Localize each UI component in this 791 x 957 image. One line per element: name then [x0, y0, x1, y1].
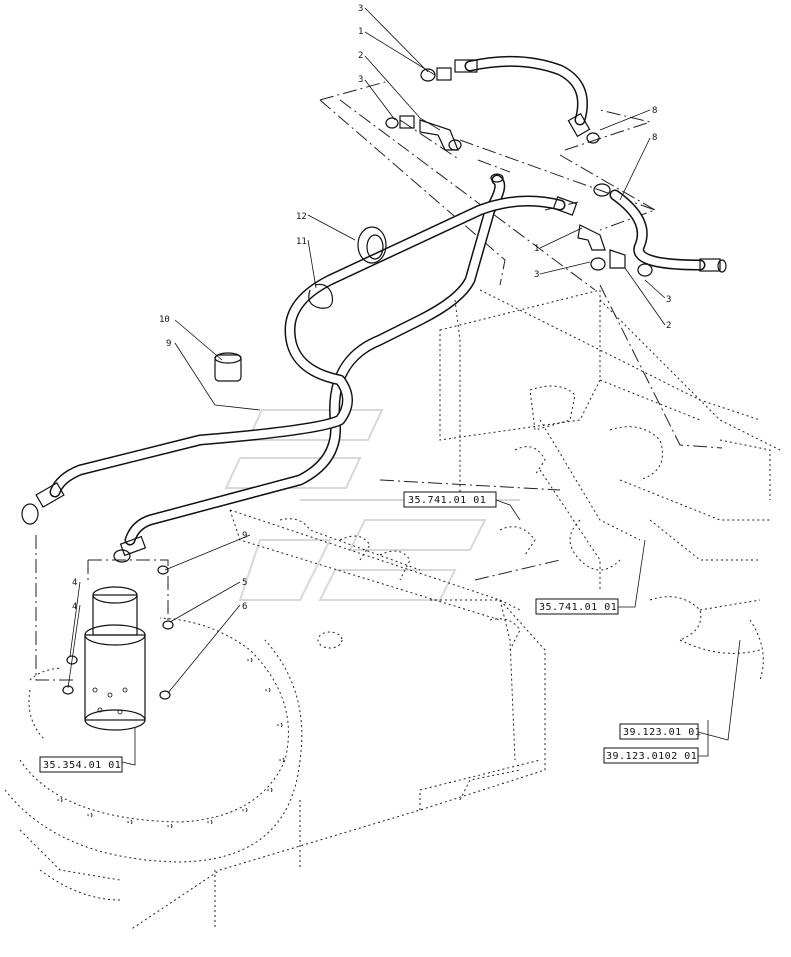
callout-6: 6 [242, 602, 247, 612]
sleeve-10 [214, 354, 242, 382]
callout-4-b: 4 [72, 602, 77, 612]
callout-2-b: 2 [666, 321, 671, 331]
ref-35-741-a: 35.741.01 01 [408, 495, 486, 506]
main-hoses [21, 173, 578, 563]
rotary-joint [62, 565, 174, 731]
phantom-lines [35, 81, 723, 681]
ref-35-741-b: 35.741.01 01 [539, 602, 617, 613]
upper-hose-assembly [454, 55, 600, 144]
machine-frame [129, 289, 781, 931]
callout-3-a: 3 [358, 4, 363, 14]
ref-39-123: 39.123.01 01 [623, 727, 701, 738]
ref-box-39-123 [619, 723, 699, 740]
callout-9-b: 9 [242, 531, 247, 541]
callout-1-b: 1 [534, 244, 539, 254]
callout-labels: 3 1 2 3 8 8 12 11 10 9 1 3 3 2 9 4 4 5 6 [72, 4, 671, 612]
callout-3-d: 3 [666, 295, 671, 305]
callout-9-a: 9 [166, 339, 171, 349]
right-hose-assembly [593, 183, 727, 273]
callout-1-a: 1 [358, 27, 363, 37]
ref-box-35-354 [39, 756, 123, 773]
callout-4-a: 4 [72, 578, 77, 588]
callout-10: 10 [159, 315, 170, 325]
hose-fitting-upper [454, 59, 478, 73]
ref-35-354: 35.354.01 01 [43, 760, 121, 771]
clamp-parts [214, 226, 387, 382]
callout-3-c: 3 [534, 270, 539, 280]
ref-39-123-0102: 39.123.0102 01 [606, 751, 697, 762]
callout-5: 5 [242, 578, 247, 588]
fittings-upper [385, 67, 653, 277]
ref-box-39-123-0102 [603, 747, 699, 764]
callout-12: 12 [296, 212, 307, 222]
callout-2-a: 2 [358, 51, 363, 61]
callout-11: 11 [296, 237, 307, 247]
leader-lines [67, 7, 741, 766]
ref-box-35-741-b [535, 598, 619, 615]
callout-3-b: 3 [358, 75, 363, 85]
ref-box-35-741-a [403, 491, 497, 508]
callout-8-b: 8 [652, 133, 657, 143]
reference-boxes: 35.741.01 01 35.741.01 01 35.354.01 01 3… [39, 491, 701, 773]
slewing-ring [4, 617, 303, 901]
callout-8-a: 8 [652, 106, 657, 116]
clip-11 [308, 283, 334, 309]
grommet-12 [357, 226, 387, 264]
